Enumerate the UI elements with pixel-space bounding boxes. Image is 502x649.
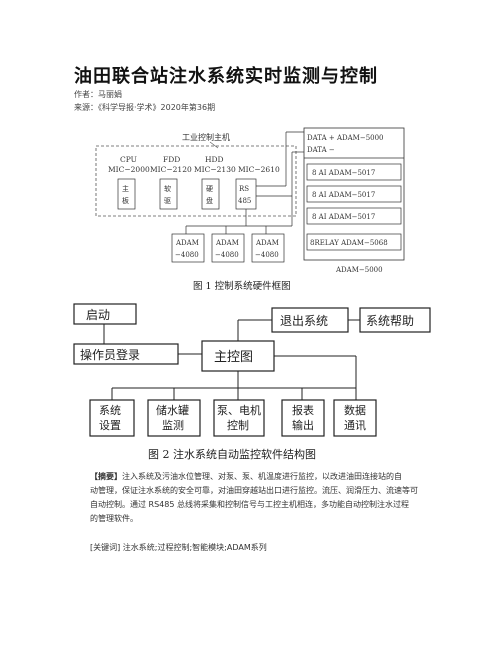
hdd-label: HDD (205, 155, 224, 164)
abstract-line-2: 动管理，保证注水系统的安全可靠，对油田穿越站出口进行监控。流压、润滑压力、流速等… (90, 486, 418, 495)
keywords-text: 注水系统;过程控制;智能模块;ADAM系列 (122, 543, 267, 552)
slot-rs-2: 485 (238, 197, 251, 205)
slot-hdd-2: 盘 (206, 196, 213, 205)
module-settings-2: 设置 (99, 419, 121, 432)
slot-fdd-1: 软 (164, 184, 171, 193)
slot-mainboard-2: 板 (122, 196, 129, 205)
slot-hdd-1: 硬 (206, 185, 213, 193)
module-pump-2: 控制 (227, 418, 249, 432)
adam4080-1-name: ADAM (175, 239, 199, 247)
abstract: 【摘要】注入系统及污油水位管理、对泵、泵、机温度进行监控，以改进油田连接站的自 … (90, 470, 435, 526)
abstract-line-3: 自动控制。通过 RS485 总线将采集和控制信号与工控主机相连，多功能自动控制注… (90, 500, 409, 509)
author-line: 作者：马丽娟 (74, 90, 122, 99)
module-settings-1: 系统 (99, 404, 121, 417)
module-pump-1: 泵、电机 (217, 403, 261, 417)
slot-rs-1: RS (239, 185, 249, 193)
node-start: 启动 (86, 308, 110, 322)
ai-module-3: 8 AI ADAM−5017 (312, 213, 375, 221)
cpu-model: MIC−2000 (108, 165, 150, 174)
ai-module-1: 8 AI ADAM−5017 (312, 169, 375, 177)
host-dashed-box (95, 145, 297, 217)
node-system-help: 系统帮助 (366, 314, 414, 328)
cpu-label: CPU (120, 155, 137, 164)
adam4080-3-num: −4080 (255, 251, 279, 259)
figure2-caption: 图 2 注水系统自动监控软件结构图 (148, 448, 316, 461)
module-report-2: 输出 (292, 418, 314, 432)
adam4080-1-num: −4080 (175, 251, 199, 259)
figure1-caption: 图 1 控制系统硬件框图 (193, 281, 291, 292)
rack-bottom-label: ADAM−5000 (335, 266, 383, 274)
figure-hardware-diagram: 工业控制主机 CPU MIC−2000 FDD MIC−2120 HDD MIC… (95, 127, 405, 274)
figure-software-diagram: 启动 操作员登录 主控图 退出系统 系统帮助 系统 设置 储水罐 监测 泵、电机… (73, 303, 431, 437)
node-main-control: 主控图 (214, 350, 253, 365)
keywords: [关键词] 注水系统;过程控制;智能模块;ADAM系列 (90, 541, 435, 555)
module-tank-2: 监测 (162, 419, 184, 432)
slot-fdd-2: 驱 (164, 197, 171, 205)
node-operator-login: 操作员登录 (80, 347, 140, 362)
module-comm-1: 数据 (344, 403, 366, 417)
module-report-1: 报表 (292, 403, 314, 417)
module-tank-1: 储水罐 (156, 403, 189, 417)
data-plus-label: DATA + ADAM−5000 (307, 134, 384, 142)
relay-module: 8RELAY ADAM−5068 (310, 239, 388, 247)
slot-mainboard-1: 主 (122, 184, 129, 193)
node-exit-system: 退出系统 (280, 314, 328, 328)
fdd-model: MIC−2120 (150, 165, 192, 174)
fdd-label: FDD (163, 155, 180, 164)
abstract-line-1: 注入系统及污油水位管理、对泵、泵、机温度进行监控，以改进油田连接站的自 (122, 472, 402, 481)
source-line: 来源：《科学导报·学术》2020年第36期 (74, 103, 216, 112)
abstract-line-4: 的管理软件。 (90, 514, 138, 523)
adam4080-2-num: −4080 (215, 251, 239, 259)
adam4080-2-name: ADAM (215, 239, 239, 247)
abstract-label: 【摘要】 (90, 472, 122, 481)
article-title: 油田联合站注水系统实时监测与控制 (74, 66, 378, 87)
keywords-label: [关键词] (90, 543, 121, 552)
hdd-model: MIC−2130 (194, 165, 236, 174)
host-label: 工业控制主机 (182, 132, 230, 142)
module-comm-2: 通讯 (344, 419, 366, 432)
data-minus-label: DATA − (307, 146, 335, 154)
ai-module-2: 8 AI ADAM−5017 (312, 191, 375, 199)
rs-model: MIC−2610 (238, 165, 280, 174)
adam4080-3-name: ADAM (255, 239, 279, 247)
